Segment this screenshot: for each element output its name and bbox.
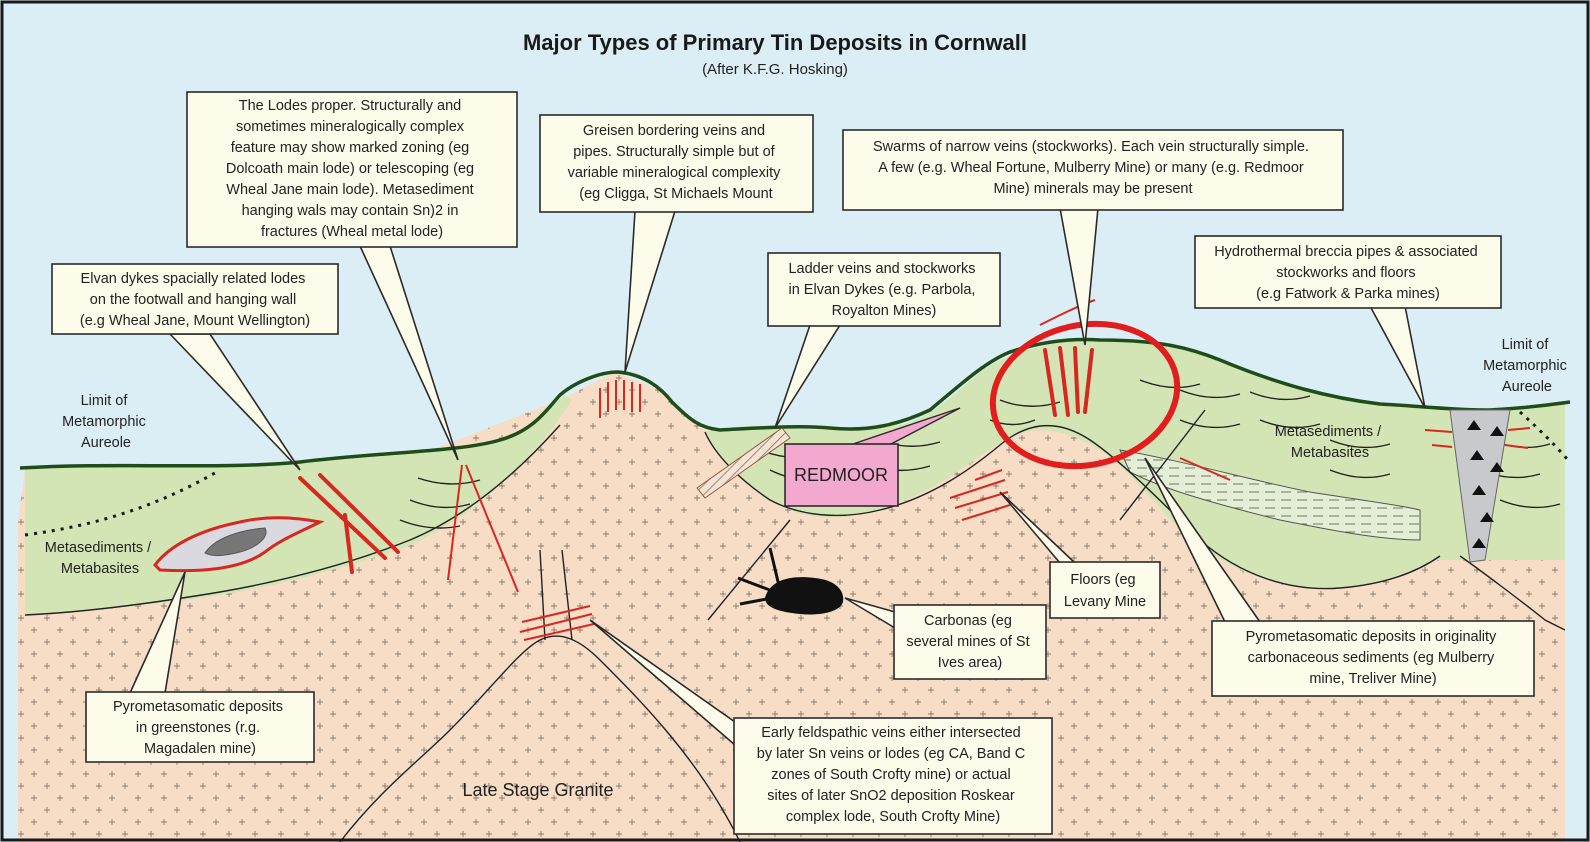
diagram-subtitle: (After K.F.G. Hosking) (702, 61, 848, 78)
lodes-callout-text: The Lodes proper. Structurally and somet… (226, 98, 478, 240)
diagram-title: Major Types of Primary Tin Deposits in C… (523, 30, 1027, 55)
redmoor-label: REDMOOR (794, 465, 888, 485)
feldspathic-callout-text: Early feldspathic veins either intersect… (757, 725, 1029, 825)
elvan-callout-text: Elvan dykes spacially related lodes on t… (80, 271, 310, 329)
late-stage-granite-label: Late Stage Granite (462, 780, 613, 800)
